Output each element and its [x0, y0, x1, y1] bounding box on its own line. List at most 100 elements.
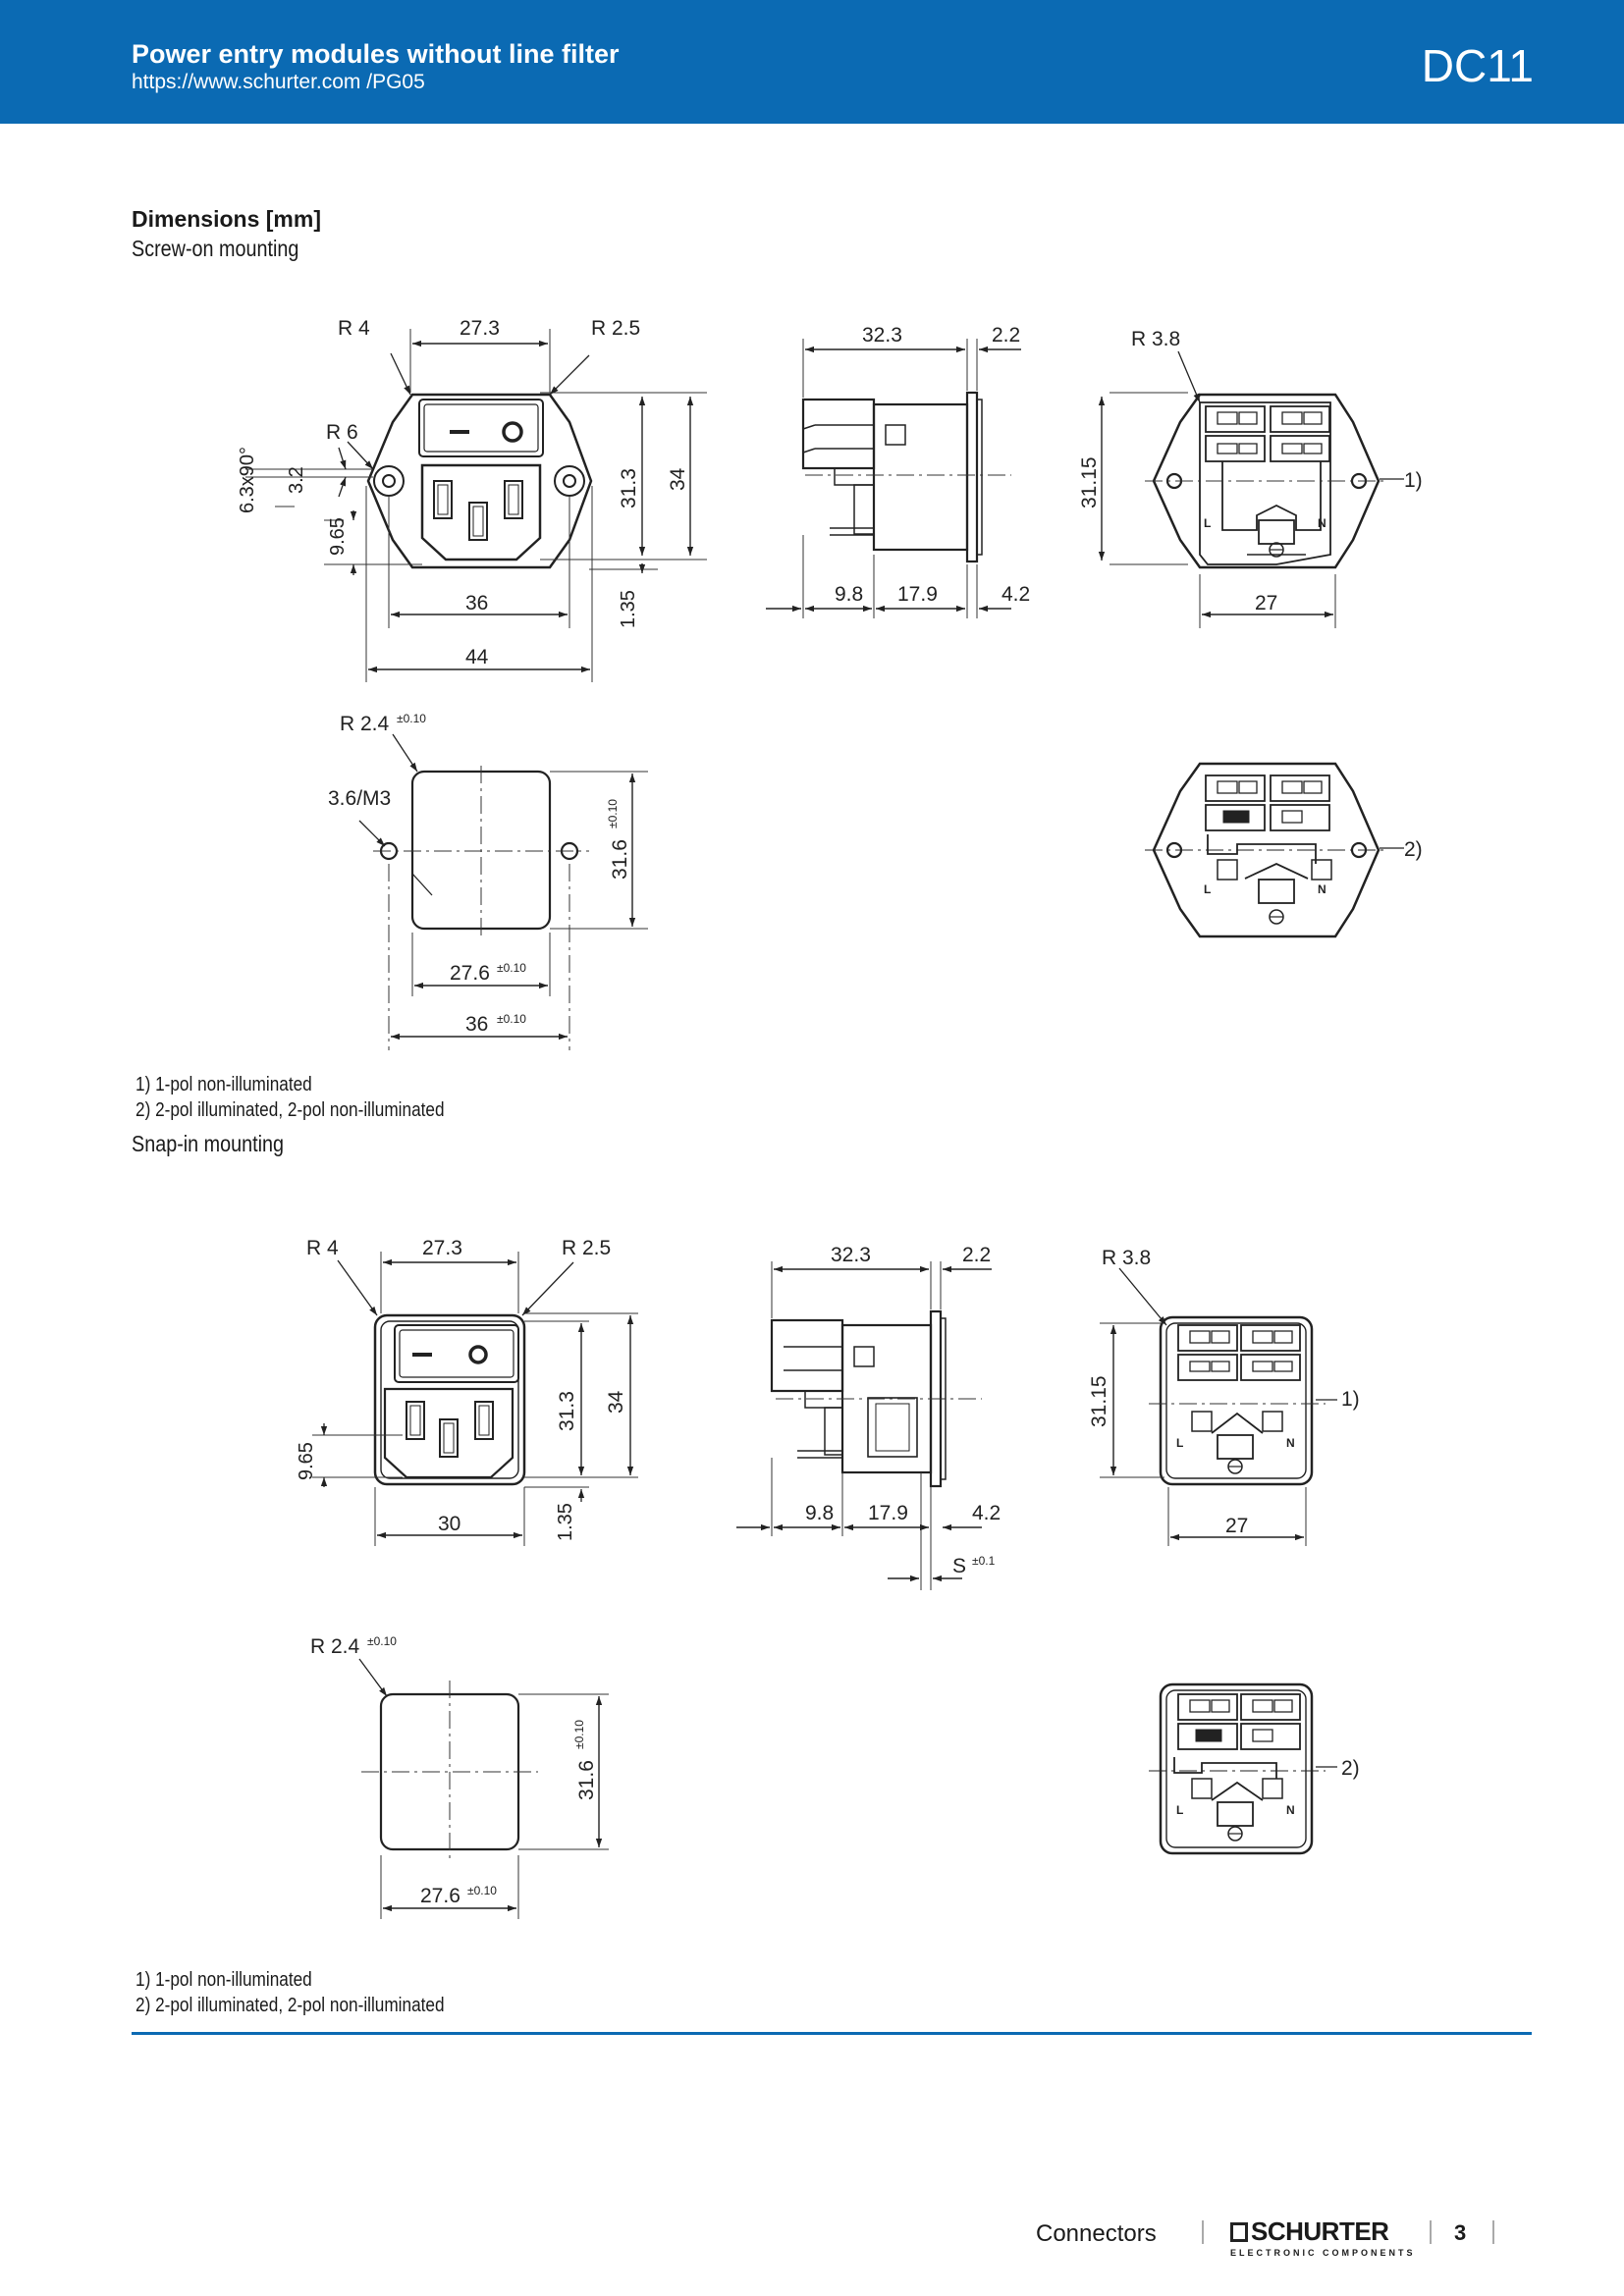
- page-header: Power entry modules without line filter …: [0, 0, 1624, 124]
- snap-rear-width: 27: [1225, 1515, 1248, 1537]
- schurter-logo: SCHURTER ELECTRONIC COMPONENTS: [1230, 2216, 1416, 2258]
- cutout-width-tol: ±0.10: [497, 961, 526, 975]
- rear-radius: R 3.8: [1131, 328, 1180, 350]
- snap-in-rear-view: L N: [1100, 1267, 1337, 1546]
- snap-in-cutout: [358, 1658, 609, 1919]
- cutout-radius-tol: ±0.10: [397, 712, 426, 725]
- snap-rear2-callout: 2): [1341, 1757, 1360, 1780]
- snap-in-rear-view-2: L N: [1149, 1682, 1337, 1855]
- snap-in-rear-labels: R 3.8 31.15 27 1): [1088, 1247, 1360, 1537]
- header-title: Power entry modules without line filter: [132, 39, 620, 69]
- svg-text:L: L: [1204, 882, 1211, 896]
- snap-rear-radius: R 3.8: [1102, 1247, 1151, 1269]
- snap-cutout-width-tol: ±0.10: [467, 1884, 497, 1897]
- cutout-height: 31.6: [609, 839, 631, 880]
- dim-h-lower: 9.65: [327, 517, 349, 556]
- snap-cutout-radius: R 2.4: [310, 1635, 360, 1658]
- dim-overall-w: 44: [465, 646, 489, 668]
- rear-callout-1: 1): [1404, 469, 1423, 492]
- snap-in-front-view: [312, 1252, 638, 1546]
- side-d2: 17.9: [897, 583, 938, 606]
- logo-tagline: ELECTRONIC COMPONENTS: [1230, 2248, 1416, 2258]
- note-1-screw: 1) 1-pol non-illuminated: [135, 1074, 312, 1095]
- snap-rear-callout-1: 1): [1341, 1388, 1360, 1411]
- dim-hole-span: 36: [465, 592, 488, 614]
- snap-side-s: S: [952, 1555, 966, 1577]
- note-1-snap: 1) 1-pol non-illuminated: [135, 1969, 312, 1991]
- screw-on-rear-view-2: L N: [1145, 762, 1404, 938]
- snap-in-heading: Snap-in mounting: [132, 1131, 285, 1156]
- screw-on-rear-view: L N: [1098, 350, 1404, 628]
- dim-h-inner: 31.3: [618, 468, 640, 508]
- footer-category: Connectors: [1036, 2220, 1157, 2247]
- logo-brand: SCHURTER: [1251, 2216, 1389, 2246]
- snap-side-flange: 2.2: [962, 1244, 991, 1266]
- snap-width-top: 27.3: [422, 1237, 462, 1259]
- footer-separator-2: [1430, 2220, 1432, 2244]
- snap-h-lower: 9.65: [296, 1442, 317, 1480]
- snap-side-s-tol: ±0.1: [972, 1554, 996, 1568]
- svg-text:N: N: [1318, 516, 1326, 530]
- cutout-hole-span-tol: ±0.10: [497, 1012, 526, 1026]
- note-2-screw: 2) 2-pol illuminated, 2-pol non-illumina…: [135, 1099, 445, 1121]
- cutout-width: 27.6: [450, 962, 490, 985]
- snap-r-left: R 4: [306, 1237, 339, 1259]
- svg-text:L: L: [1204, 516, 1211, 530]
- rear-width: 27: [1255, 592, 1277, 614]
- product-code: DC11: [1421, 40, 1534, 91]
- footer-separator: [1202, 2220, 1204, 2244]
- rear-height: 31.15: [1078, 456, 1101, 508]
- screw-on-cutout-labels: R 2.4 ±0.10 3.6/M3 31.6 ±0.10 27.6 ±0.10…: [328, 712, 631, 1036]
- side-flange: 2.2: [992, 324, 1020, 347]
- svg-text:L: L: [1176, 1803, 1183, 1817]
- screw-on-side-view: [766, 339, 1021, 618]
- screw-on-front-labels: R 4 27.3 R 2.5 R 6 6.3x90° 3.2 9.65 31.3…: [237, 317, 689, 668]
- dim-width-top: 27.3: [460, 317, 500, 340]
- snap-cutout-width: 27.6: [420, 1885, 460, 1907]
- screw-on-side-labels: 32.3 2.2 9.8 17.9 4.2: [835, 324, 1030, 606]
- dim-r-left: R 4: [338, 317, 370, 340]
- dimensions-heading: Dimensions [mm]: [132, 206, 321, 232]
- dim-bottom-gap: 1.35: [618, 590, 639, 628]
- screw-on-heading: Screw-on mounting: [132, 236, 299, 261]
- snap-in-side-view: [736, 1261, 992, 1590]
- snap-width-bottom: 30: [438, 1513, 460, 1535]
- header-url[interactable]: https://www.schurter.com /PG05: [132, 71, 425, 93]
- rear2-callout: 2): [1404, 838, 1423, 861]
- logo-mark-icon: [1230, 2222, 1248, 2242]
- side-depth: 32.3: [862, 324, 902, 347]
- cutout-hole: 3.6/M3: [328, 787, 391, 810]
- snap-h-total: 34: [605, 1390, 627, 1414]
- snap-cutout-height-tol: ±0.10: [572, 1720, 586, 1749]
- snap-in-front-labels: R 4 27.3 R 2.5 9.65 31.3 34 30 1.35: [296, 1237, 627, 1541]
- snap-rear-height: 31.15: [1088, 1375, 1110, 1427]
- screw-on-rear-labels: R 3.8 31.15 27 1): [1078, 328, 1423, 614]
- snap-h-inner: 31.3: [556, 1391, 578, 1431]
- snap-side-depth: 32.3: [831, 1244, 871, 1266]
- snap-cutout-radius-tol: ±0.10: [367, 1634, 397, 1648]
- snap-in-side-labels: 32.3 2.2 9.8 17.9 4.2 S ±0.1: [805, 1244, 1001, 1577]
- note-2-snap: 2) 2-pol illuminated, 2-pol non-illumina…: [135, 1995, 445, 2016]
- dim-h-total: 34: [667, 467, 689, 491]
- snap-r-right: R 2.5: [562, 1237, 611, 1259]
- dim-r-right: R 2.5: [591, 317, 640, 340]
- cutout-height-tol: ±0.10: [606, 799, 620, 828]
- snap-side-d1: 9.8: [805, 1502, 834, 1524]
- svg-text:L: L: [1176, 1436, 1183, 1450]
- side-d1: 9.8: [835, 583, 863, 606]
- svg-text:N: N: [1318, 882, 1326, 896]
- dim-gap: 3.2: [286, 466, 307, 494]
- dim-chamfer: 6.3x90°: [237, 447, 258, 513]
- cutout-hole-span: 36: [465, 1013, 488, 1036]
- snap-side-d2: 17.9: [868, 1502, 908, 1524]
- dim-r6: R 6: [326, 421, 358, 444]
- snap-side-d3: 4.2: [972, 1502, 1001, 1524]
- snap-bottom-gap: 1.35: [555, 1503, 576, 1541]
- page-number: 3: [1454, 2220, 1467, 2245]
- svg-text:N: N: [1286, 1436, 1295, 1450]
- snap-in-cutout-labels: R 2.4 ±0.10 31.6 ±0.10 27.6 ±0.10: [310, 1634, 598, 1907]
- screw-on-front-view: [245, 329, 707, 682]
- cutout-radius: R 2.4: [340, 713, 390, 735]
- footer-separator-3: [1492, 2220, 1494, 2244]
